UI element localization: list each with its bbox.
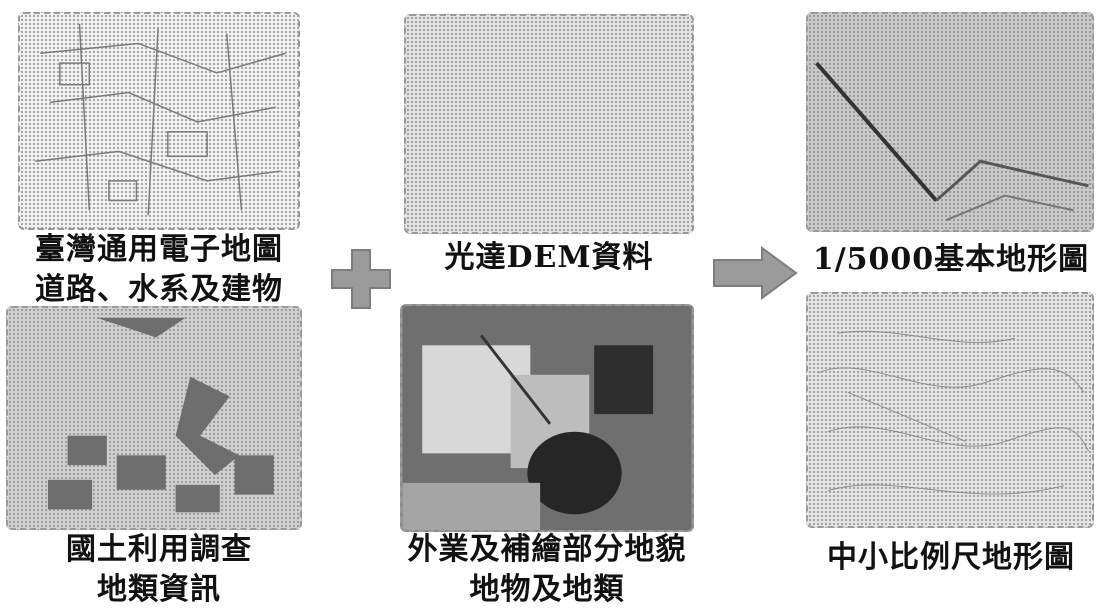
land-use-caption-line2: 地類資訊 [97,572,221,607]
field-survey-photo [400,304,694,532]
road-map-caption-line1: 臺灣通用電子地圖 [35,232,283,267]
land-use-caption: 國土利用調查 地類資訊 [0,530,318,610]
field-survey-sketch [402,306,692,530]
small-scale-topo-sketch [818,330,1090,495]
field-survey-caption: 外業及補繪部分地貌 地物及地類 [392,530,702,610]
land-use-sketch [47,317,274,513]
plus-icon [331,249,391,309]
lidar-dem-image [404,14,694,234]
small-scale-topo-image [806,292,1094,528]
basic-topo-caption: 1/5000基本地形圖 [812,242,1090,277]
small-scale-topo-caption: 中小比例尺地形圖 [827,540,1075,575]
road-network-sketch [35,23,286,216]
right-arrow-icon [713,246,798,300]
lidar-caption: 光達DEM資料 [444,240,654,275]
road-map-caption-line2: 道路、水系及建物 [35,272,283,307]
land-use-image [6,306,302,530]
basic-topo-sketch [814,61,1089,222]
land-use-caption-line1: 國土利用調查 [66,532,252,567]
road-map-image [18,12,300,230]
basic-topo-map-image [806,12,1094,232]
field-survey-caption-line2: 地物及地類 [469,572,625,607]
road-map-caption: 臺灣通用電子地圖 道路、水系及建物 [0,230,318,310]
field-survey-caption-line1: 外業及補繪部分地貌 [407,532,687,567]
